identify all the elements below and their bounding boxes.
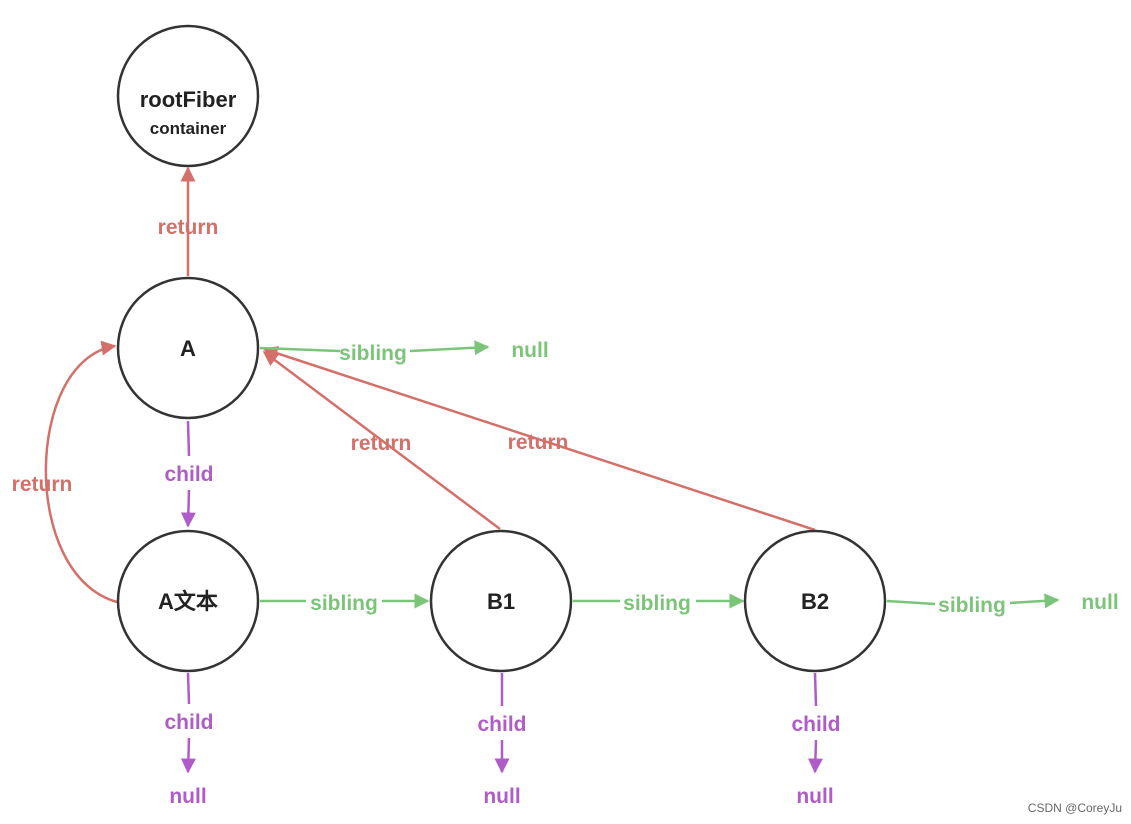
edge-label-b1-return-a: return <box>351 432 412 455</box>
node-b2: B2 <box>743 529 887 673</box>
edge-label-a-return-root: return <box>158 216 219 239</box>
edge-label-b2-return-a: return <box>508 431 569 454</box>
node-b1: B1 <box>429 529 573 673</box>
edge-b1-return-a <box>262 351 501 530</box>
edge-b2-sibling-null <box>886 600 1058 604</box>
edge-atext-return-a <box>44 340 118 604</box>
node-a: A <box>116 276 260 420</box>
edge-a-sibling-null <box>259 347 488 351</box>
node-b2-label: B2 <box>801 589 829 614</box>
null-below-b1: null <box>483 785 520 808</box>
edge-label-a-sibling-null: sibling <box>339 342 407 365</box>
null-after-a: null <box>511 339 548 362</box>
edge-label-a-child-atext: child <box>164 463 213 486</box>
edge-label-b1-sibling-b2: sibling <box>623 592 691 615</box>
edge-label-atext-child-null: child <box>164 711 213 734</box>
edge-b2-return-a <box>262 346 816 532</box>
edge-b2-child-null <box>815 672 816 772</box>
node-a-text: A文本 <box>116 529 260 673</box>
edge-label-atext-sibling-b1: sibling <box>310 592 378 615</box>
edge-a-child-atext <box>188 420 189 526</box>
node-root-fiber-label: rootFiber <box>140 87 237 112</box>
node-a-label: A <box>180 336 196 361</box>
edge-atext-child-null <box>188 672 189 772</box>
node-b1-label: B1 <box>487 589 515 614</box>
edge-label-atext-return-a: return <box>12 473 73 496</box>
null-below-atext: null <box>169 785 206 808</box>
edge-label-b2-child-null: child <box>791 713 840 736</box>
node-a-text-label: A文本 <box>158 589 218 614</box>
node-root-fiber: rootFiber container <box>116 24 260 168</box>
node-root-fiber-sublabel: container <box>150 119 227 138</box>
null-after-b2: null <box>1081 591 1118 614</box>
watermark-text: CSDN @CoreyJu <box>1028 801 1122 815</box>
edge-label-b1-child-null: child <box>477 713 526 736</box>
edge-label-b2-sibling-null: sibling <box>938 594 1006 617</box>
null-below-b2: null <box>796 785 833 808</box>
